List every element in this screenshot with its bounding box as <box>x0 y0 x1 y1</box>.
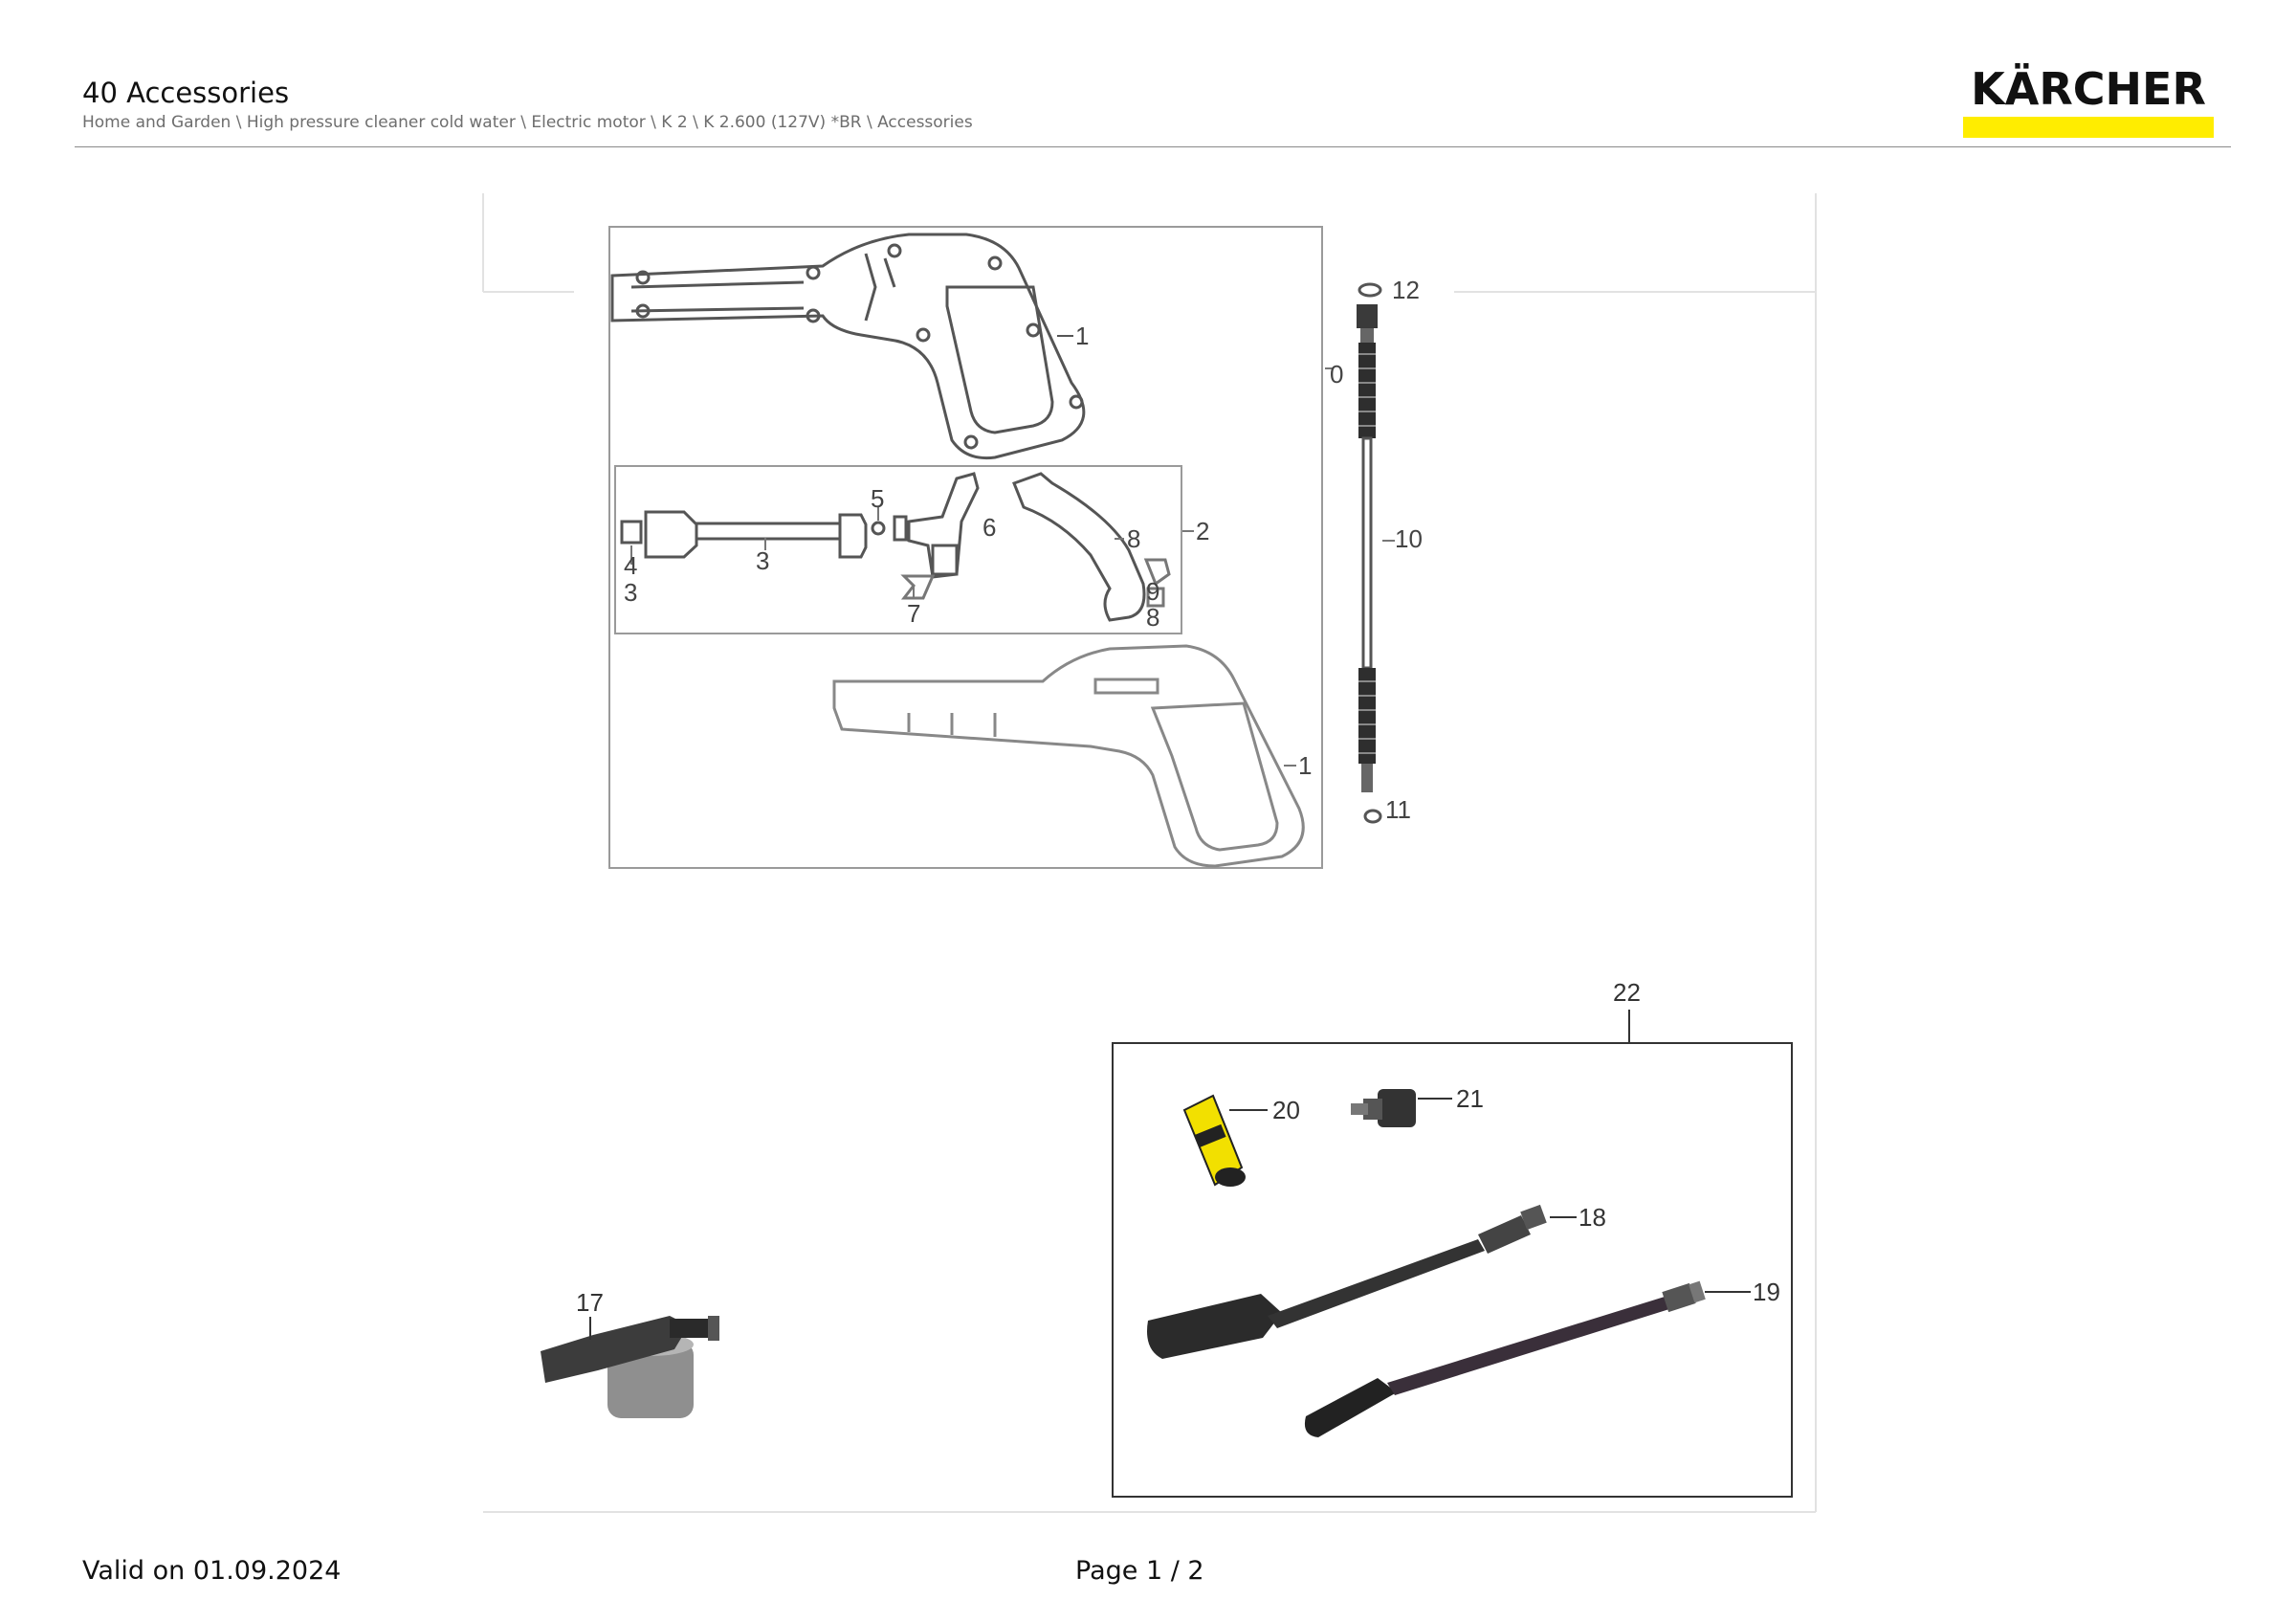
callout-22[interactable]: 22 <box>1613 978 1641 1007</box>
oring-11-part[interactable] <box>1363 809 1382 824</box>
oring-12-part[interactable] <box>1358 282 1382 298</box>
callout-10[interactable]: 10 <box>1395 524 1423 553</box>
callout-20[interactable]: 20 <box>1272 1096 1300 1124</box>
dirt-blaster-lance[interactable] <box>1304 1280 1706 1437</box>
oring-5-part[interactable] <box>871 521 886 536</box>
drawing-frame <box>482 193 1817 1513</box>
hose-connector[interactable] <box>620 510 868 559</box>
page-title: 40 Accessories <box>82 77 290 109</box>
page-number: Page 1 / 2 <box>1075 1556 1204 1586</box>
clip-part[interactable] <box>900 574 936 600</box>
validity-date: Valid on 01.09.2024 <box>82 1556 342 1586</box>
gun-body-bottom[interactable] <box>832 644 1305 868</box>
header-divider <box>75 146 2231 147</box>
callout-4[interactable]: 4 <box>624 551 637 580</box>
callout-11[interactable]: 11 <box>1385 795 1411 824</box>
callout-3b[interactable]: 3 <box>624 578 637 607</box>
callout-18[interactable]: 18 <box>1578 1203 1606 1232</box>
callout-12[interactable]: 12 <box>1392 276 1420 304</box>
accessory-kit-box <box>1112 1042 1793 1498</box>
hose-adapter[interactable] <box>1351 1089 1416 1127</box>
callout-17[interactable]: 17 <box>576 1288 604 1317</box>
callout-2[interactable]: 2 <box>1196 517 1209 545</box>
logo-wordmark: KÄRCHER <box>1971 63 2206 115</box>
callout-21[interactable]: 21 <box>1456 1084 1484 1113</box>
gun-assembly-box <box>608 226 1323 869</box>
callout-3a[interactable]: 3 <box>756 546 769 575</box>
trigger-block[interactable] <box>893 472 980 579</box>
vario-power-lance[interactable] <box>1147 1204 1547 1359</box>
logo-yellow-bar <box>1963 117 2214 138</box>
page-header: 40 Accessories Home and Garden \ High pr… <box>0 0 2296 153</box>
callout-7[interactable]: 7 <box>907 599 920 628</box>
callout-6[interactable]: 6 <box>982 513 996 542</box>
trigger-part[interactable] <box>1012 472 1146 622</box>
callout-8[interactable]: 8 <box>1127 524 1140 553</box>
breadcrumb[interactable]: Home and Garden \ High pressure cleaner … <box>82 113 973 132</box>
foam-nozzle[interactable] <box>541 1316 719 1418</box>
callout-19[interactable]: 19 <box>1753 1278 1780 1306</box>
spray-lance[interactable] <box>1357 304 1378 792</box>
quick-coupling[interactable] <box>1182 1094 1246 1187</box>
inner-kit-box <box>614 465 1182 634</box>
callout-1-bottom[interactable]: 1 <box>1298 751 1312 780</box>
callout-8b[interactable]: 8 <box>1146 603 1159 632</box>
karcher-logo: KÄRCHER <box>1963 63 2214 138</box>
lock-part[interactable] <box>1143 558 1171 608</box>
callout-9[interactable]: 9 <box>1146 577 1159 606</box>
callout-5[interactable]: 5 <box>871 484 884 513</box>
callout-1-top[interactable]: 1 <box>1075 322 1089 350</box>
callout-0[interactable]: 0 <box>1330 360 1343 389</box>
gun-body-top[interactable] <box>610 233 1086 460</box>
